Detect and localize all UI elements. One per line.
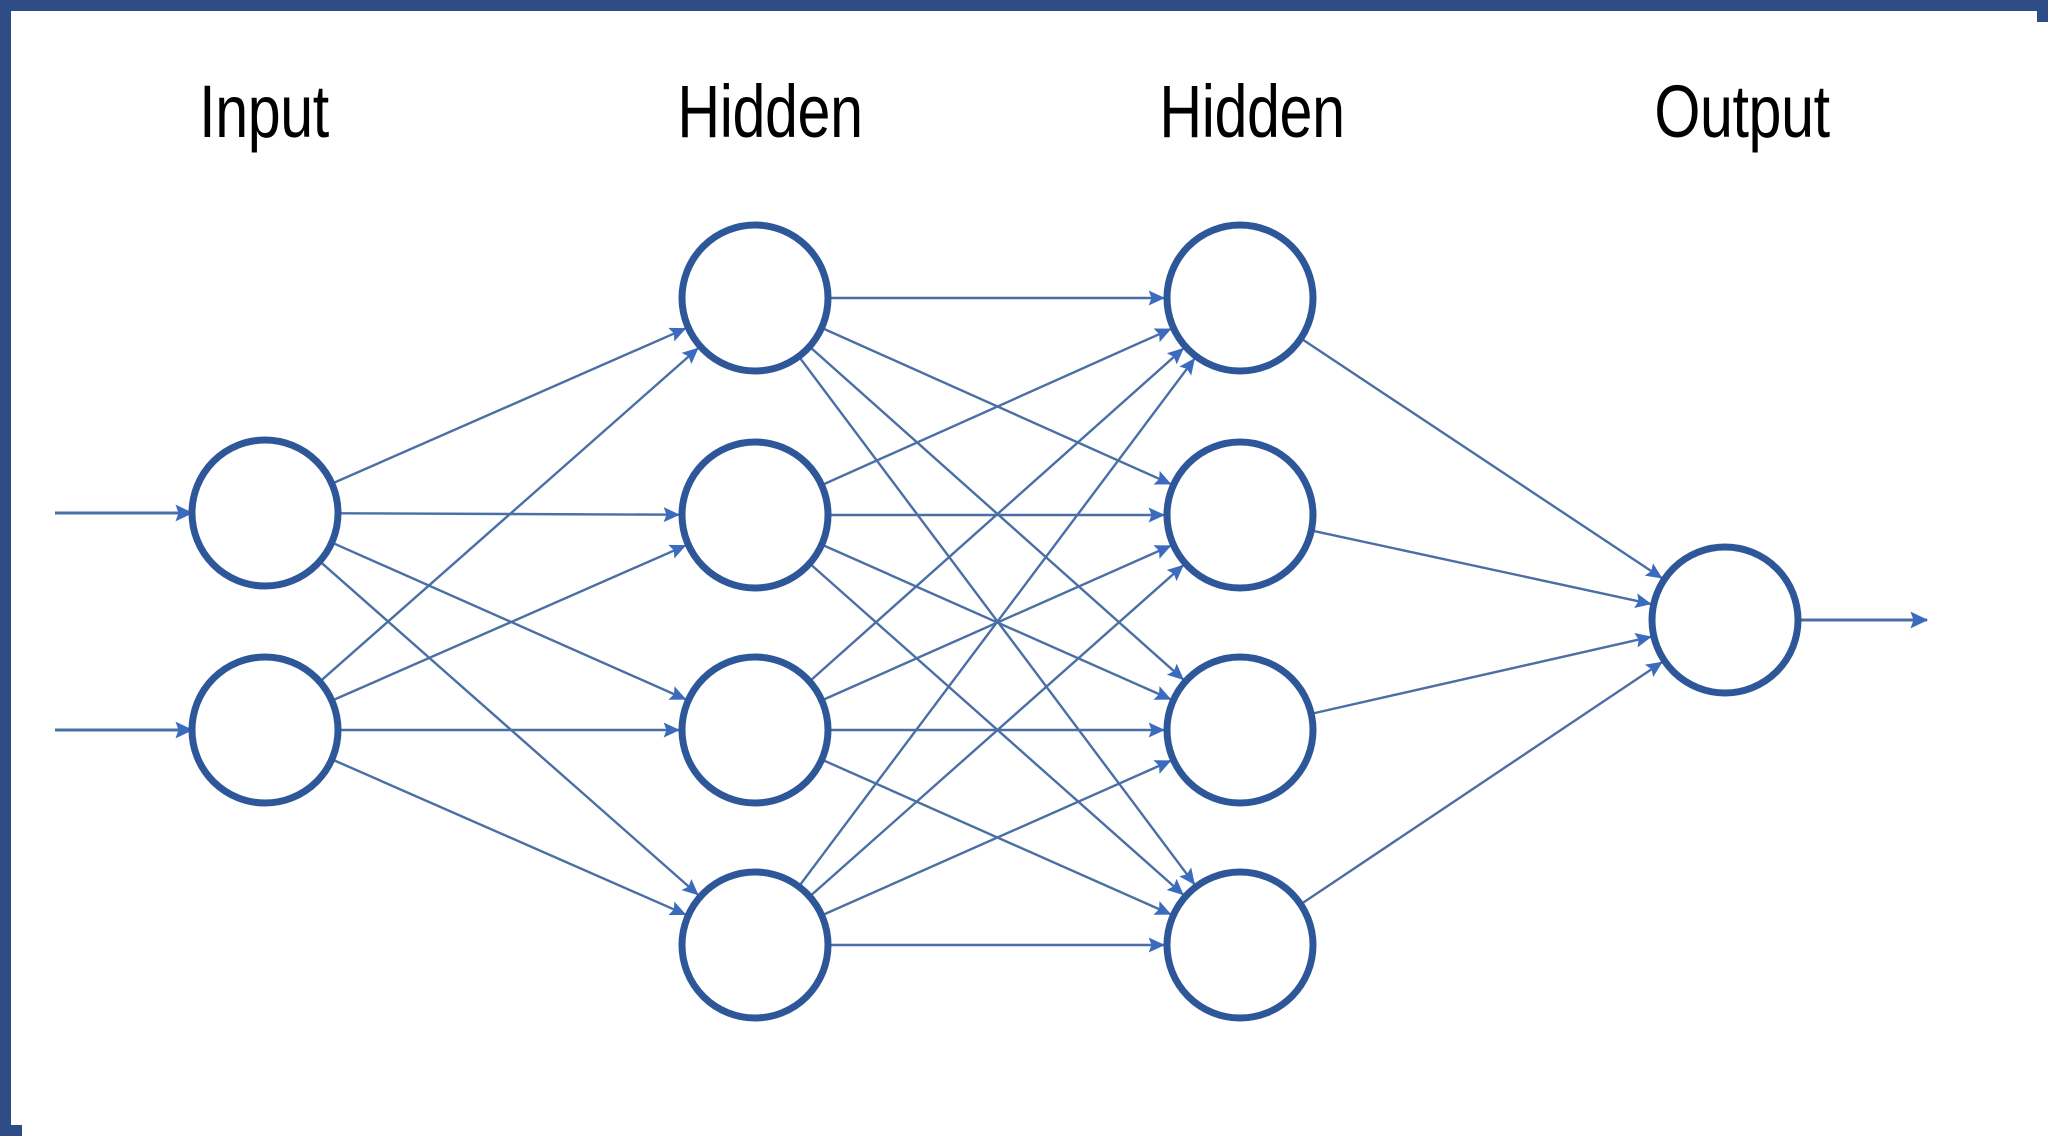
neuron-node[interactable]: [1163, 438, 1317, 592]
connection-edge: [822, 327, 1172, 486]
connection-edge: [809, 347, 1185, 682]
label-input: Input: [199, 70, 329, 153]
neuron-node[interactable]: [188, 653, 342, 807]
neuron-node[interactable]: [678, 438, 832, 592]
neuron-node[interactable]: [678, 868, 832, 1022]
neuron-node[interactable]: [678, 653, 832, 807]
connection-edge: [1300, 337, 1663, 579]
neuron-node[interactable]: [1163, 221, 1317, 375]
connection-edge: [332, 327, 687, 485]
connection-edges: [319, 290, 1663, 953]
connection-edge: [798, 358, 1196, 887]
neuron-node[interactable]: [1163, 653, 1317, 807]
external-io-arrows: [55, 504, 1929, 739]
neuron-node[interactable]: [188, 436, 342, 590]
connection-edge: [822, 759, 1172, 917]
connection-edge: [1300, 661, 1663, 905]
connection-edge: [1312, 529, 1652, 608]
connection-edge: [1311, 632, 1652, 715]
label-hidden-1: Hidden: [677, 70, 863, 153]
neuron-node[interactable]: [1163, 868, 1317, 1022]
connection-edge: [332, 544, 687, 702]
connection-edge: [809, 564, 1184, 897]
label-hidden-2: Hidden: [1159, 70, 1345, 153]
neuron-node[interactable]: [678, 221, 832, 375]
neuron-node[interactable]: [1648, 543, 1802, 697]
label-output: Output: [1654, 70, 1830, 153]
connection-edge: [332, 541, 687, 701]
connection-edge: [319, 561, 699, 896]
neuron-nodes: [188, 221, 1802, 1022]
connection-edge: [319, 347, 699, 682]
connection-edge: [332, 758, 687, 916]
